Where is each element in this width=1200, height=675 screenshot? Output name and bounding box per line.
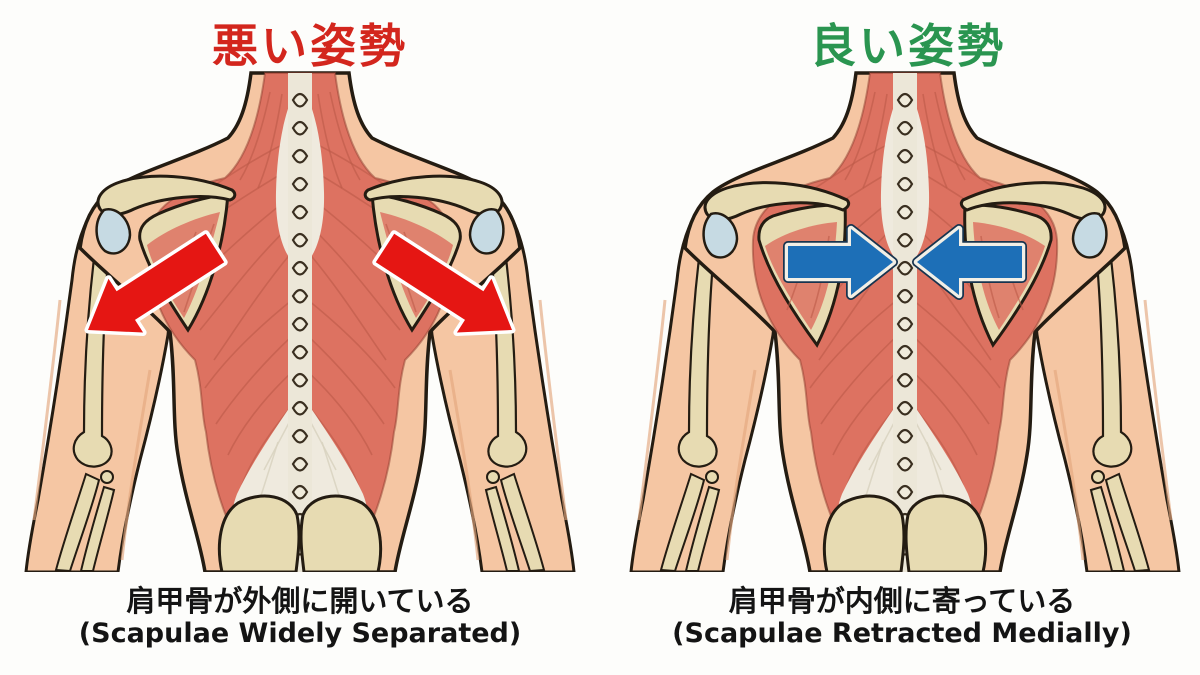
bad-caption-japanese: 肩甲骨が外側に開いている <box>126 584 474 618</box>
good-posture-title: 良い姿勢 <box>810 19 1006 73</box>
good-caption-english: (Scapulae Retracted Medially) <box>672 618 1132 649</box>
blue-arrow-inward-left <box>783 224 898 300</box>
good-posture-caption: 肩甲骨が内側に寄っている (Scapulae Retracted Mediall… <box>602 584 1200 650</box>
red-arrow-outward-left <box>84 230 228 336</box>
figure-bad-posture <box>0 73 610 612</box>
bad-caption-english: (Scapulae Widely Separated) <box>78 618 522 649</box>
bad-posture-title: 悪い姿勢 <box>212 19 408 73</box>
bad-posture-caption: 肩甲骨が外側に開いている (Scapulae Widely Separated) <box>0 584 600 650</box>
good-caption-japanese: 肩甲骨が内側に寄っている <box>728 584 1076 618</box>
figure-good-posture <box>595 73 1200 612</box>
blue-arrow-inward-right <box>912 224 1027 300</box>
red-arrow-outward-right <box>372 230 516 336</box>
